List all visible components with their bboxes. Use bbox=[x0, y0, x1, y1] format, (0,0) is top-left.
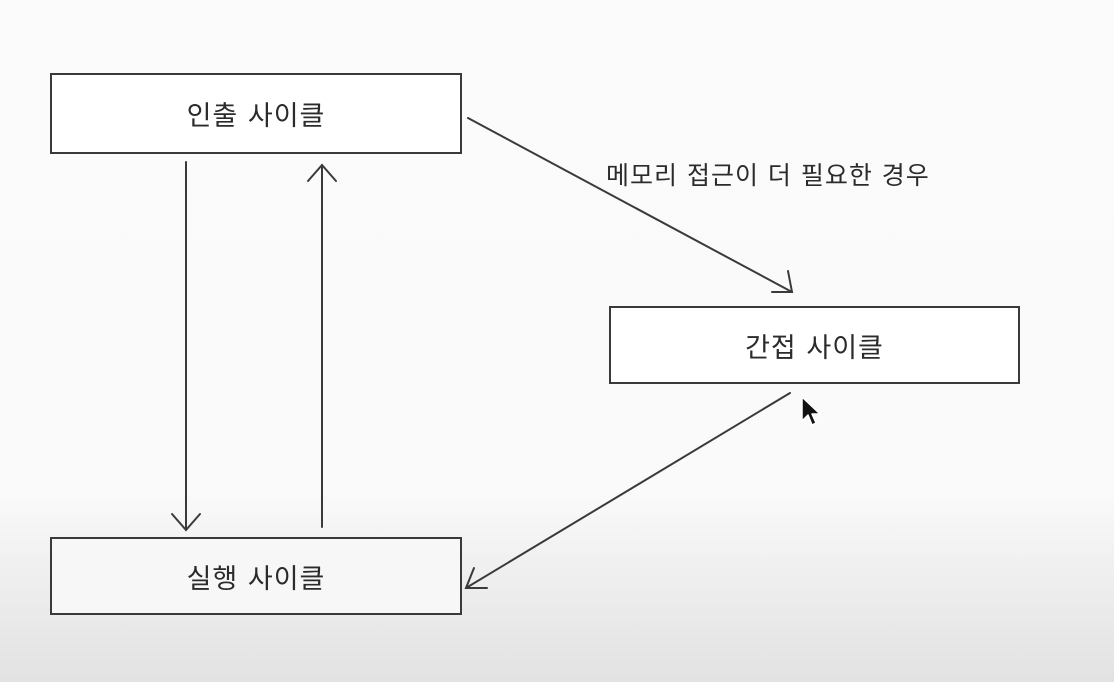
mouse-pointer-icon bbox=[801, 396, 821, 426]
execute-cycle-label: 실행 사이클 bbox=[186, 563, 326, 595]
memory-access-condition-label: 메모리 접근이 더 필요한 경우 bbox=[606, 161, 930, 190]
arrow-execute-to-fetch bbox=[307, 163, 337, 528]
arrow-fetch-to-indirect bbox=[467, 117, 794, 293]
arrow-fetch-to-execute bbox=[171, 161, 201, 532]
indirect-cycle-label: 간접 사이클 bbox=[745, 332, 884, 364]
indirect-cycle-box: 간접 사이클 bbox=[609, 306, 1020, 384]
arrow-indirect-to-execute bbox=[464, 392, 791, 589]
fetch-cycle-label: 인출 사이클 bbox=[186, 101, 326, 132]
execute-cycle-box: 실행 사이클 bbox=[50, 537, 462, 615]
fetch-cycle-box: 인출 사이클 bbox=[50, 73, 462, 154]
